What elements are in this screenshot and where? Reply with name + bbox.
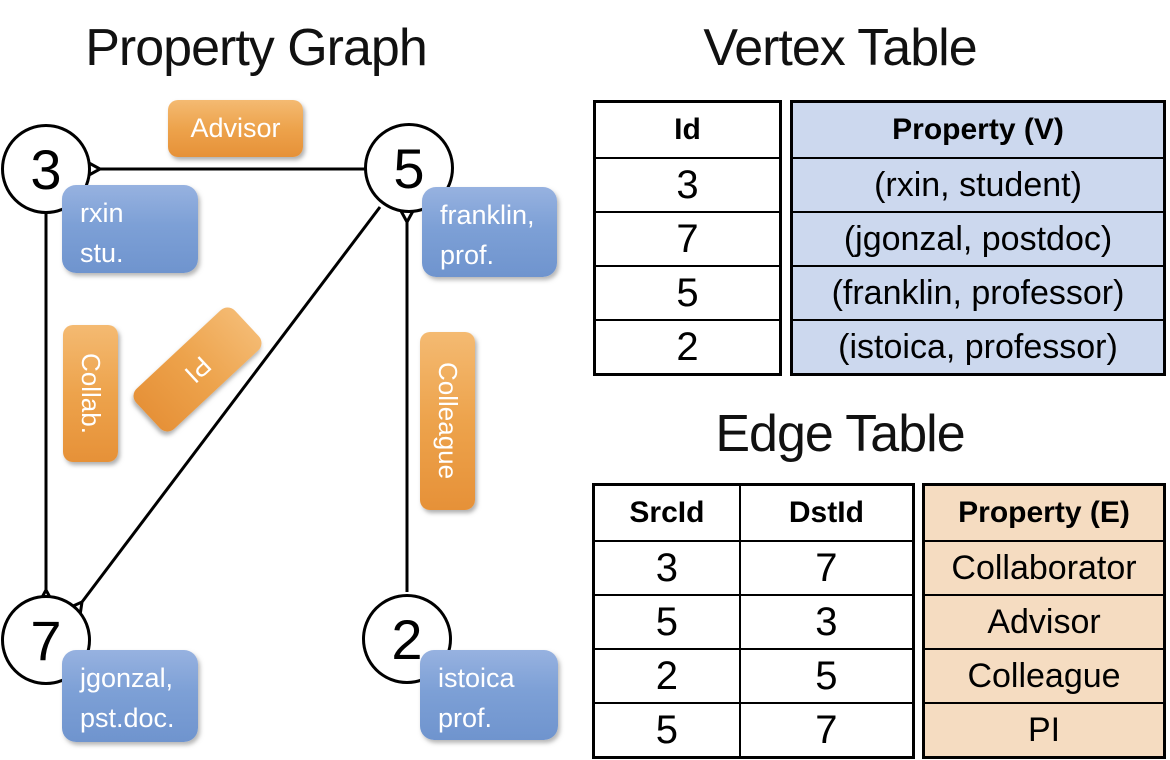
table-cell: 7 bbox=[741, 542, 912, 594]
vertex-table-title: Vertex Table bbox=[703, 19, 977, 77]
vertex-property-line: jgonzal, bbox=[80, 663, 174, 693]
table-cell: 7 bbox=[741, 704, 912, 756]
property-graph-title: Property Graph bbox=[85, 19, 428, 77]
cell-value: (franklin, professor) bbox=[831, 273, 1125, 312]
cell-value: 3 bbox=[815, 599, 838, 644]
cell-value: (rxin, student) bbox=[874, 165, 1082, 204]
table-cell: (rxin, student) bbox=[793, 157, 1163, 211]
graph-node-2: 2 bbox=[362, 594, 452, 684]
node-id-label: 3 bbox=[30, 137, 62, 201]
table-row: 3 7 bbox=[595, 540, 912, 594]
cell-value: Advisor bbox=[987, 602, 1101, 641]
node-id-label: 7 bbox=[30, 608, 62, 672]
cell-value: 2 bbox=[655, 653, 679, 698]
vertex-property-line: stu. bbox=[80, 238, 124, 268]
edge-label-colleague: Colleague bbox=[420, 332, 475, 510]
cell-value: 5 bbox=[655, 707, 679, 752]
vertex-property-line: pst.doc. bbox=[80, 703, 175, 733]
edge-table-id-columns: SrcId DstId 3 7 5 3 2 bbox=[592, 483, 915, 759]
vertex-table-property-column: Property (V) (rxin, student) (jgonzal, p… bbox=[790, 100, 1166, 376]
edge-table-property-column: Property (E) Collaborator Advisor Collea… bbox=[922, 483, 1166, 759]
vertex-table-header-id: Id bbox=[596, 103, 779, 157]
node-id-label: 5 bbox=[393, 136, 425, 200]
table-cell: 5 bbox=[595, 596, 741, 648]
table-cell: 3 bbox=[741, 596, 912, 648]
edge-table-title: Edge Table bbox=[715, 405, 965, 463]
cell-value: 7 bbox=[815, 545, 838, 590]
edge-label-text: Collab. bbox=[76, 353, 106, 434]
vertex-property-box-5: franklin, prof. bbox=[422, 187, 557, 277]
vertex-table-id-column: Id 3 7 5 2 bbox=[593, 100, 782, 376]
table-cell: 2 bbox=[595, 650, 741, 702]
vertex-property-box-2: istoica prof. bbox=[420, 650, 558, 740]
header-label: Property (E) bbox=[958, 496, 1130, 529]
table-cell: PI bbox=[925, 702, 1163, 756]
edge-label-text: Colleague bbox=[433, 362, 463, 480]
table-cell: 3 bbox=[595, 542, 741, 594]
vertex-table-header-property: Property (V) bbox=[793, 103, 1163, 157]
edge-pi-line bbox=[69, 206, 382, 616]
cell-value: 3 bbox=[676, 162, 699, 207]
cell-value: Collaborator bbox=[951, 548, 1137, 587]
table-cell: 5 bbox=[595, 704, 741, 756]
vertex-property-box-3: rxin stu. bbox=[62, 185, 198, 273]
header-label: SrcId bbox=[629, 496, 705, 529]
table-cell: 7 bbox=[596, 211, 779, 265]
table-cell: 2 bbox=[596, 319, 779, 373]
table-cell: (franklin, professor) bbox=[793, 265, 1163, 319]
edge-label-text: PI bbox=[178, 350, 218, 390]
table-cell: 3 bbox=[596, 157, 779, 211]
cell-value: 3 bbox=[655, 545, 679, 590]
vertex-property-box-7: jgonzal, pst.doc. bbox=[62, 650, 198, 742]
table-cell: (jgonzal, postdoc) bbox=[793, 211, 1163, 265]
vertex-property-line: franklin, bbox=[440, 200, 535, 230]
cell-value: (jgonzal, postdoc) bbox=[843, 219, 1113, 258]
edge-table-header-srcid: SrcId bbox=[595, 486, 741, 540]
edge-label-text: Advisor bbox=[190, 113, 281, 143]
table-row: 2 5 bbox=[595, 648, 912, 702]
cell-value: 2 bbox=[676, 324, 699, 369]
table-row: 5 7 bbox=[595, 702, 912, 756]
table-cell: Colleague bbox=[925, 648, 1163, 702]
header-label: Property (V) bbox=[892, 113, 1064, 146]
edge-table-header-row: SrcId DstId bbox=[595, 486, 912, 540]
node-id-label: 2 bbox=[391, 607, 423, 671]
table-row: 5 3 bbox=[595, 594, 912, 648]
vertex-property-line: prof. bbox=[440, 240, 495, 270]
cell-value: 7 bbox=[815, 707, 838, 752]
edge-table-header-property: Property (E) bbox=[925, 486, 1163, 540]
table-cell: Advisor bbox=[925, 594, 1163, 648]
edge-table-header-dstid: DstId bbox=[741, 486, 912, 540]
vertex-property-line: prof. bbox=[438, 703, 493, 733]
cell-value: 5 bbox=[655, 599, 679, 644]
cell-value: 5 bbox=[815, 653, 838, 698]
cell-value: Colleague bbox=[967, 656, 1121, 695]
edge-label-advisor: Advisor bbox=[168, 100, 303, 157]
table-cell: Collaborator bbox=[925, 540, 1163, 594]
vertex-property-line: istoica bbox=[438, 663, 515, 693]
edge-label-collab: Collab. bbox=[63, 325, 118, 462]
cell-value: 5 bbox=[676, 270, 699, 315]
vertex-property-line: rxin bbox=[80, 198, 124, 228]
cell-value: 7 bbox=[676, 216, 699, 261]
header-label: DstId bbox=[788, 496, 864, 529]
table-cell: 5 bbox=[596, 265, 779, 319]
header-label: Id bbox=[674, 113, 701, 146]
table-cell: 5 bbox=[741, 650, 912, 702]
cell-value: (istoica, professor) bbox=[838, 327, 1118, 366]
graph-edges-layer bbox=[38, 161, 415, 616]
cell-value: PI bbox=[1027, 710, 1061, 749]
table-cell: (istoica, professor) bbox=[793, 319, 1163, 373]
